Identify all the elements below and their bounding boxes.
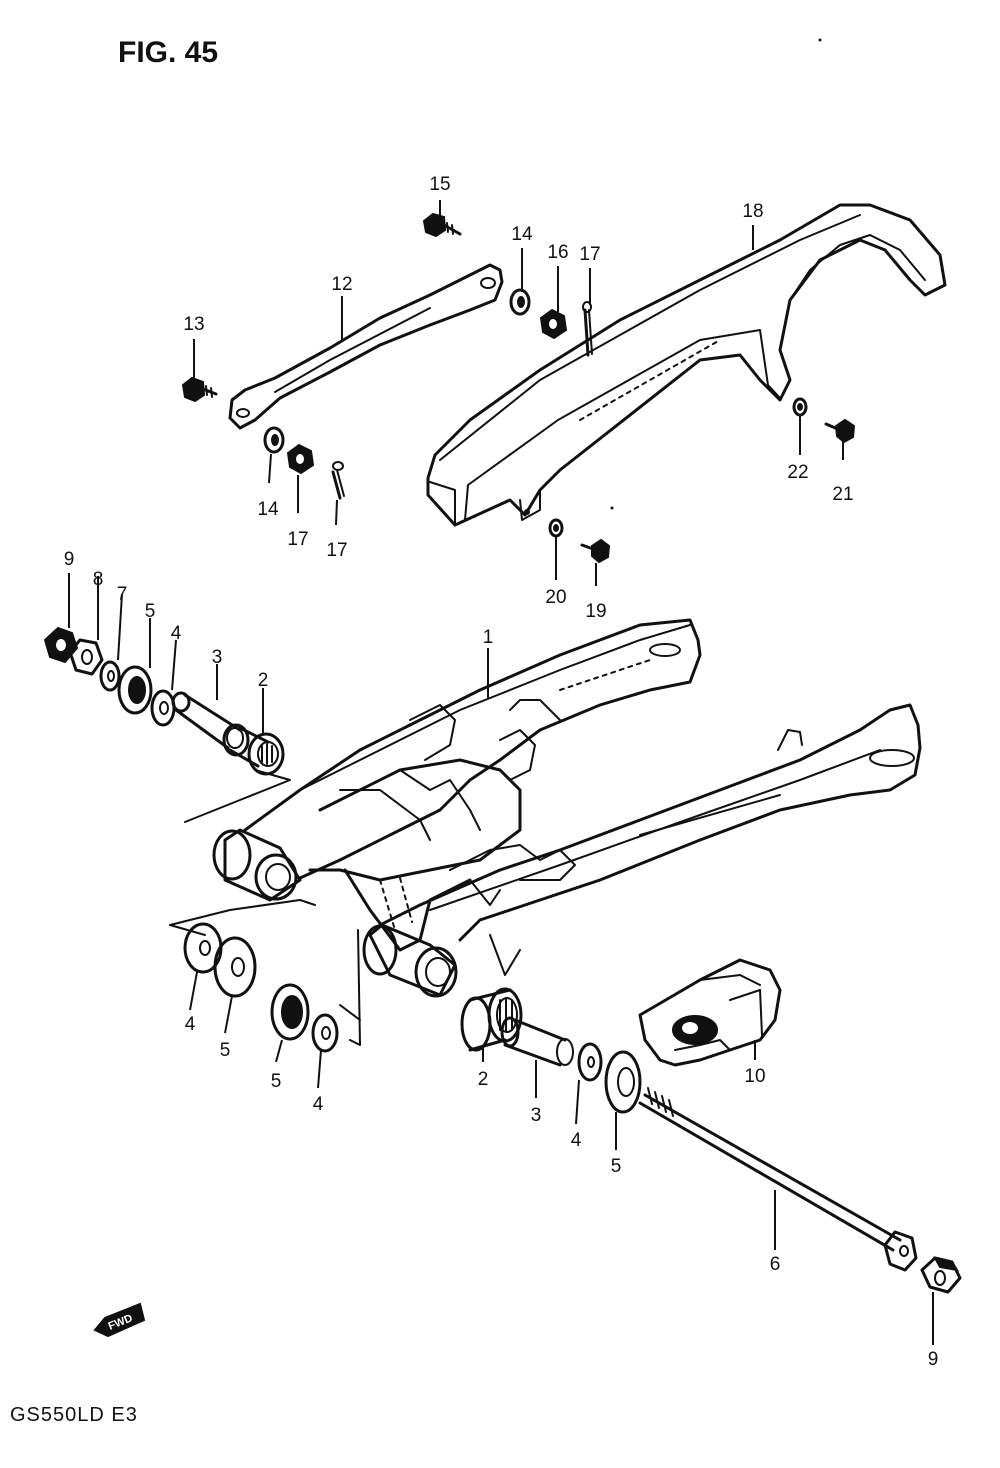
callout-3-lower: 3	[531, 1105, 542, 1126]
washer-20	[548, 518, 564, 538]
washer-14-lower	[263, 426, 285, 454]
callout-4-lower-left: 4	[185, 1014, 196, 1035]
callout-11: 12	[331, 274, 352, 295]
nut-9-right	[920, 1256, 962, 1294]
callout-5-upper-left: 5	[145, 601, 156, 622]
callout-5-lower-left: 5	[220, 1040, 231, 1061]
torque-link	[228, 263, 504, 430]
callout-20: 20	[545, 587, 566, 608]
seal-5-lower-left	[213, 936, 257, 998]
nut-8	[68, 638, 104, 676]
callout-12: 13	[183, 314, 204, 335]
callout-17-lower: 17	[326, 540, 347, 561]
callout-3-upper: 3	[212, 647, 223, 668]
callout-4-lower-right: 4	[571, 1130, 582, 1151]
callout-10: 10	[744, 1066, 765, 1087]
callout-22: 22	[787, 462, 808, 483]
washer-4-lower-mid	[311, 1013, 339, 1053]
seal-5-lower-right	[604, 1050, 642, 1114]
callout-19: 19	[585, 601, 606, 622]
seal-5-upper-left	[117, 665, 153, 715]
bearing-2-upper	[222, 723, 285, 776]
callout-18: 18	[742, 201, 763, 222]
callout-21: 21	[832, 484, 853, 505]
bolt-21	[824, 418, 856, 444]
spacer-3-upper	[171, 691, 244, 750]
callout-2-upper: 2	[258, 670, 269, 691]
callout-16: 16	[547, 242, 568, 263]
callout-8: 8	[93, 569, 104, 590]
bolt-19	[580, 538, 611, 564]
seal-5-lower-mid	[270, 983, 310, 1041]
callout-4-lower-mid: 4	[313, 1094, 324, 1115]
callout-6: 6	[770, 1254, 781, 1275]
spacer-3-lower	[500, 1016, 574, 1067]
callout-5-lower-mid: 5	[271, 1071, 282, 1092]
callout-1: 1	[483, 627, 494, 648]
chain-case	[426, 203, 947, 527]
figure-title: FIG. 45	[118, 36, 218, 69]
callout-9-left: 9	[64, 549, 75, 570]
pivot-shaft-6	[638, 1087, 918, 1272]
washer-14-upper	[509, 288, 531, 316]
callout-7: 7	[117, 584, 128, 605]
callout-4-upper-left: 4	[171, 623, 182, 644]
bearing-2-lower	[460, 987, 523, 1052]
callout-14-upper: 14	[511, 224, 533, 245]
callout-15: 17	[287, 529, 308, 550]
callout-labels: 15 14 16 17 18 12 13 14 17 17 22 21 20 1…	[64, 174, 939, 1370]
callout-2-lower: 2	[478, 1069, 489, 1090]
callout-9-right: 9	[928, 1349, 939, 1370]
washer-4-upper-left	[150, 689, 176, 727]
bolt-13	[422, 212, 462, 238]
cotter-pin-17-upper	[582, 301, 593, 357]
swing-arm	[212, 618, 922, 998]
washer-22	[792, 397, 808, 417]
chain-guide-10	[638, 958, 782, 1067]
cotter-pin-17-lower	[331, 461, 345, 500]
callout-14-lower: 14	[257, 499, 279, 520]
callout-5-lower-right: 5	[611, 1156, 622, 1177]
leader-lines	[68, 200, 934, 1345]
washer-4-lower-right	[577, 1042, 603, 1082]
guide-lines	[169, 769, 361, 1046]
bolt-12	[181, 376, 218, 403]
callout-13: 15	[429, 174, 450, 195]
nut-16	[539, 308, 568, 340]
nut-15	[286, 443, 315, 475]
callout-17-upper: 17	[579, 244, 600, 265]
forward-arrow-icon: FWD	[93, 1302, 146, 1338]
model-code: GS550LD E3	[10, 1404, 138, 1426]
washer-7	[99, 660, 121, 692]
